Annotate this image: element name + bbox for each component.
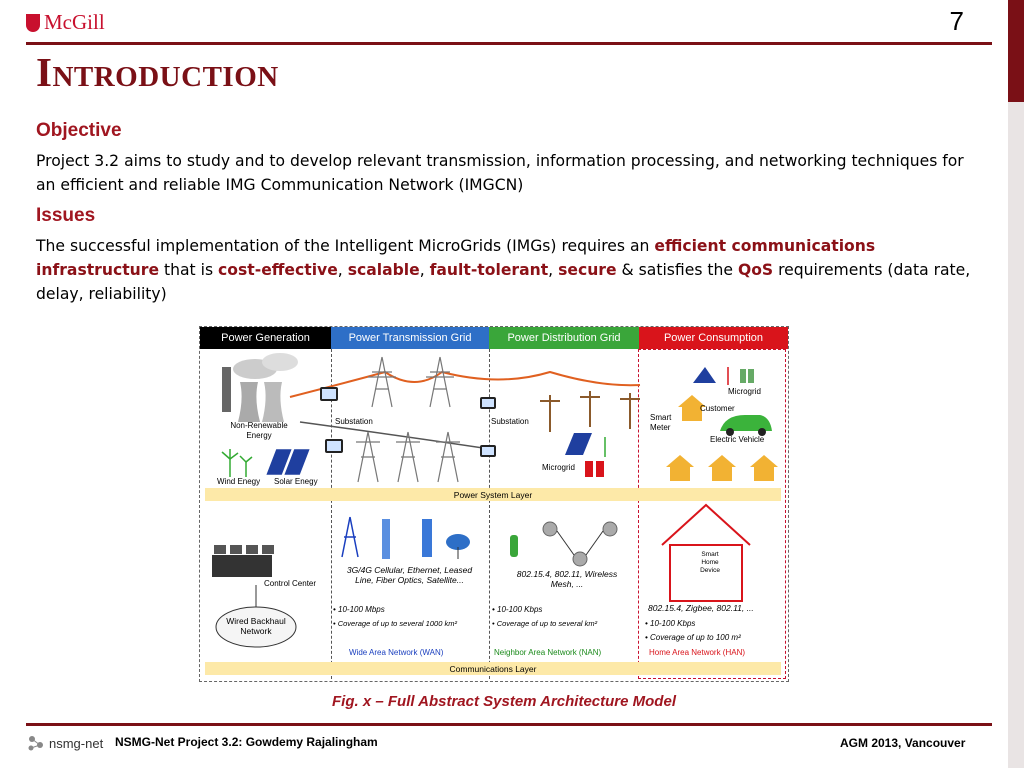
label-wan-coverage: • Coverage of up to several 1000 km² [333, 619, 457, 628]
smart-home-icon [661, 503, 751, 602]
slide-number: 7 [949, 6, 964, 36]
label-non-renewable: Non-Renewable Energy [230, 421, 288, 440]
microgrid-icon [565, 433, 606, 477]
label-nan-rate: • 10-100 Kbps [492, 605, 543, 614]
wan-coverage-value: Coverage of up to several 1000 km² [337, 619, 457, 628]
cell-tower-icon [341, 516, 359, 558]
satellite-dish-icon [446, 534, 470, 559]
nsmg-network-icon [28, 736, 43, 751]
grid-illustration [212, 353, 778, 648]
solar-panel-icon [265, 448, 311, 476]
column-divider [489, 349, 490, 679]
label-wired-backhaul: Wired Backhaul Network [226, 616, 286, 636]
label-han-technologies: 802.15.4, Zigbee, 802.11, ... [648, 603, 754, 613]
keyword-scalable: scalable [347, 261, 420, 279]
issues-separator: , [337, 261, 348, 279]
han-rate-value: 10-100 Kbps [650, 619, 696, 628]
issues-separator: , [548, 261, 559, 279]
label-solar-energy: Solar Enegy [274, 477, 318, 486]
label-control-center: Control Center [264, 579, 317, 588]
label-wan-technologies: 3G/4G Cellular, Ethernet, Leased Line, F… [346, 565, 473, 585]
pylon-icon [356, 356, 460, 483]
nsmg-logo: nsmg-net [26, 733, 103, 753]
column-divider [331, 349, 332, 679]
substation-icon [320, 387, 496, 457]
nan-coverage-value: Coverage of up to several km² [496, 619, 598, 628]
smart-meter-icon [542, 521, 618, 567]
label-nan-name: Neighbor Area Network (NAN) [494, 648, 602, 657]
label-han-rate: • 10-100 Kbps [645, 619, 696, 628]
han-coverage-value: Coverage of up to 100 m² [650, 633, 741, 642]
keyword-secure: secure [558, 261, 617, 279]
issues-text-part: that is [159, 261, 219, 279]
objective-heading: Objective [36, 120, 122, 141]
keyword-qos: QoS [737, 261, 774, 279]
label-wan-rate: • 10-100 Mbps [333, 605, 385, 614]
electric-vehicle-icon [720, 415, 772, 436]
label-microgrid-distribution: Microgrid [542, 463, 575, 472]
ethernet-icon [422, 519, 432, 557]
nan-rate-value: 10-100 Kbps [497, 605, 543, 614]
label-nan-coverage: • Coverage of up to several km² [492, 619, 598, 628]
footer-presenter: NSMG-Net Project 3.2: Gowdemy Rajalingha… [115, 735, 378, 749]
keyword-cost-effective: cost-effective [218, 261, 338, 279]
figure-caption: Fig. x – Full Abstract System Architectu… [332, 693, 676, 710]
keyword-efficient-infrastructure: efficient communications infrastructure [36, 237, 876, 279]
control-center-icon [212, 545, 274, 577]
label-customer: Customer [700, 404, 735, 413]
label-wan-name: Wide Area Network (WAN) [349, 648, 444, 657]
label-han-name: Home Area Network (HAN) [649, 648, 746, 657]
keyword-fault-tolerant: fault-tolerant [429, 261, 549, 279]
issues-text-part: The successful implementation of the Int… [36, 237, 655, 255]
label-han-coverage: • Coverage of up to 100 m² [645, 633, 741, 642]
consumer-microgrid-icon [693, 367, 754, 385]
header-power-consumption: Power Consumption [639, 327, 788, 349]
mcgill-crest-icon [26, 13, 40, 32]
accent-bar-top [1008, 0, 1024, 102]
header-divider [26, 42, 992, 45]
label-nan-technologies: 802.15.4, 802.11, Wireless Mesh, ... [516, 569, 618, 589]
house-icon [666, 395, 778, 481]
communications-layer: Communications Layer [205, 662, 781, 675]
header-power-transmission: Power Transmission Grid [331, 327, 489, 349]
wind-turbine-icon [221, 449, 253, 477]
slide-title: Introduction [36, 49, 279, 95]
logo-text: McGill [44, 10, 105, 34]
architecture-figure: Power Generation Power Transmission Grid… [199, 326, 789, 682]
header-power-generation: Power Generation [200, 327, 331, 349]
accent-bar-bottom [1008, 102, 1024, 768]
issues-text-part: & satisfies the [616, 261, 738, 279]
nsmg-logo-text: nsmg-net [49, 735, 104, 751]
label-electric-vehicle: Electric Vehicle [710, 435, 765, 444]
label-microgrid-consumer: Microgrid [728, 387, 761, 396]
header-power-distribution: Power Distribution Grid [489, 327, 639, 349]
utility-pole-icon [540, 391, 640, 432]
issues-text-part: requirements (data rate, delay, reliabil… [36, 261, 971, 303]
footer-event: AGM 2013, Vancouver [840, 736, 966, 750]
label-substation-distribution: Substation [491, 417, 529, 426]
label-smart-meter: Smart Meter [650, 413, 672, 432]
label-wind-energy: Wind Enegy [217, 477, 261, 486]
label-substation-transmission: Substation [335, 417, 373, 426]
consumption-boundary [638, 349, 786, 679]
issues-heading: Issues [36, 205, 96, 226]
mcgill-logo: McGill [26, 10, 105, 35]
label-smart-home-device: Smart Home Device [700, 551, 720, 574]
power-plant-icon [222, 353, 298, 422]
antenna-icon [510, 535, 518, 557]
wan-rate-value: 10-100 Mbps [338, 605, 385, 614]
footer-divider [26, 723, 992, 726]
issues-separator: , [419, 261, 430, 279]
objective-text: Project 3.2 aims to study and to develop… [36, 152, 964, 194]
fiber-icon [382, 519, 390, 559]
power-system-layer: Power System Layer [205, 488, 781, 501]
issues-text: The successful implementation of the Int… [36, 234, 986, 306]
